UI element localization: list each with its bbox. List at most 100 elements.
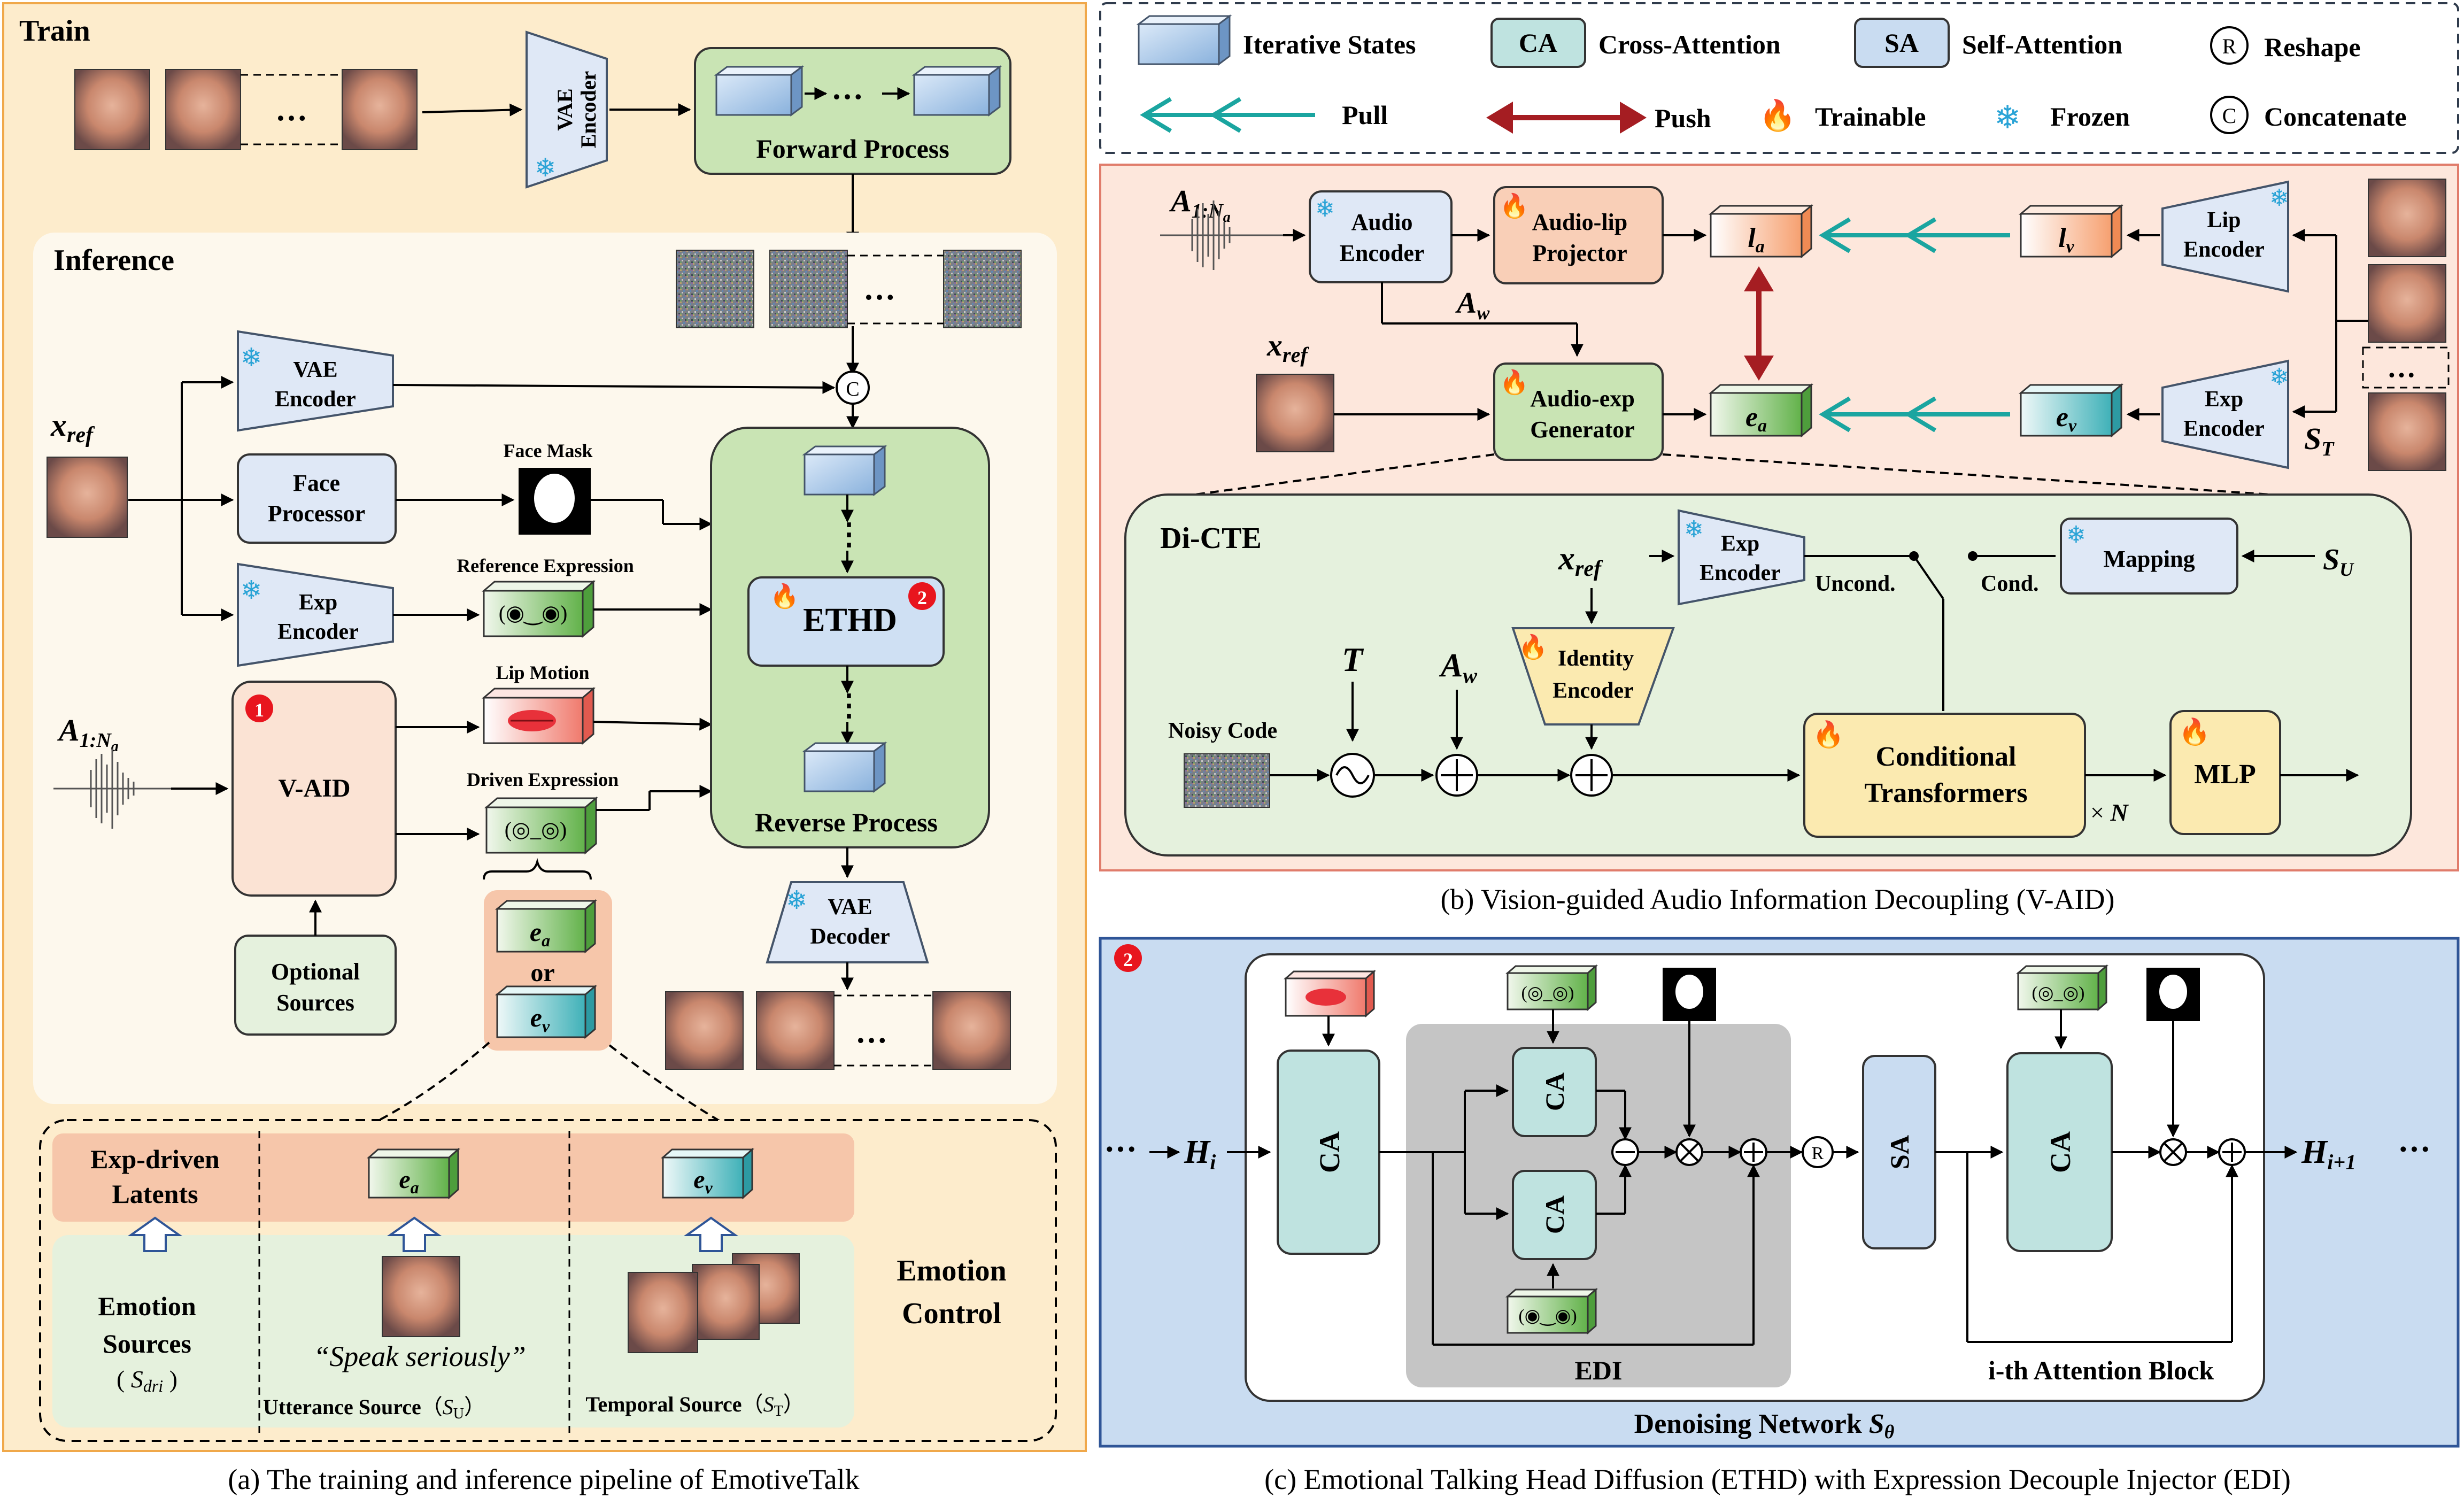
audio-exp-generator-label1: Audio-exp [1530,385,1635,412]
train-vae-encoder-label2: Encoder [576,71,600,148]
legend-push: Push [1655,103,1711,133]
vaid-ev-cube: ev [2018,383,2124,438]
conditional-transformers-label2: Transformers [1864,778,2027,808]
ethd-box[interactable] [747,576,945,667]
vae-decoder-label2: Decoder [810,924,890,949]
svg-text:(◎_◎): (◎_◎) [1521,983,1574,1003]
trainable-icon: 🔥 [1759,98,1796,133]
vaid-audio-waveform [1160,200,1283,270]
vaid-audio-encoder [1309,190,1453,283]
edi-reference-expression-icon: (◉‿◉) [1505,1287,1598,1335]
frozen-icon: ❄ [241,576,262,605]
ethd-lip-icon [1283,969,1377,1018]
frozen-icon: ❄ [1684,516,1704,543]
vaid-exp-encoder [2161,359,2289,469]
or-label: or [530,959,554,987]
edi-ca-bottom-label: CA [1540,1195,1570,1234]
optional-sources-label1: Optional [271,959,360,985]
legend-sa-box [1854,18,1950,68]
edi-driven-expression-icon: (◎_◎) [1505,964,1598,1012]
mlp-label: MLP [2194,759,2256,790]
svg-text:ev: ev [2056,402,2077,436]
svg-text:(◎_◎): (◎_◎) [2032,983,2085,1003]
svg-text:⋮: ⋮ [834,518,864,551]
svg-text:ea: ea [530,917,550,950]
inference-vae-encoder-label2: Encoder [275,387,356,412]
inference-vae-encoder [237,330,394,432]
svg-text:la: la [1748,223,1764,257]
temporal-faces [628,1253,800,1353]
caption-b: (b) Vision-guided Audio Information Deco… [1440,883,2114,915]
trainable-icon: 🔥 [1500,192,1529,219]
badge-2-label: 2 [917,587,927,608]
la-cube: la [1708,204,1814,259]
legend-concatenate: Concatenate [2264,102,2407,132]
mapping-label: Mapping [2103,546,2195,572]
vaid-temporal-frames: … [2362,179,2450,471]
optional-sources-label2: Sources [276,990,354,1016]
frozen-icon: ❄ [2269,364,2289,390]
ca-block-2-label: CA [2044,1131,2076,1173]
legend-reshape-symbol: R [2222,34,2237,58]
train-input-frames: … [74,69,418,150]
push-arrow [1744,266,1774,381]
svg-text:C: C [846,378,859,400]
inference-vae-encoder-label1: VAE [293,358,337,382]
legend-push-arrow [1486,102,1647,134]
svg-text:(◎_◎): (◎_◎) [505,817,567,842]
emotion-control-title1: Emotion [897,1254,1006,1287]
times-n-label: × N [2090,799,2129,826]
svg-text:ev: ev [530,1002,550,1036]
reference-expression-icon: (◉‿◉) [481,580,596,638]
legend-ca-label: CA [1519,28,1557,58]
driven-expression-brace [483,858,592,880]
dicte-exp-encoder-label2: Encoder [1700,561,1781,585]
legend-box [1099,2,2459,154]
legend-pull: Pull [1342,100,1388,130]
legend-frozen: Frozen [2050,102,2130,132]
svg-text:ea: ea [1745,402,1767,436]
frozen-icon: ❄ [2066,522,2086,548]
reverse-cube-top [802,445,887,496]
temporal-source-label: Temporal Source（ST） [585,1392,804,1419]
audio-lip-projector-label2: Projector [1532,240,1627,266]
vaid-st-label: ST [2304,421,2335,460]
audio-waveform [53,749,171,829]
noise-latents: … [676,250,1022,328]
legend-concatenate-node [2210,96,2249,134]
reshape-symbol: R [1812,1144,1824,1163]
trainable-icon: 🔥 [1500,369,1529,396]
legend-sa-label: SA [1884,28,1919,58]
inference-exp-encoder-label2: Encoder [277,620,359,644]
svg-text:⋮: ⋮ [834,689,864,722]
emotion-sources-label1: Emotion [98,1291,196,1321]
dicte-exp-encoder [1678,509,1805,606]
vaid-box [231,681,397,897]
lip-pull-arrow [1819,217,2010,253]
driven-expression-label: Driven Expression [467,769,619,790]
h-next-label: Hi+1 [2301,1134,2356,1174]
train-vae-encoder [526,30,608,189]
ethd-badge-label: 2 [1123,949,1133,970]
frozen-icon: ❄ [1315,196,1335,222]
edi-ca-bottom [1512,1170,1597,1260]
dicte-xref-label: xref [1558,541,1603,581]
audio-lip-projector-label1: Audio-lip [1532,209,1628,235]
vaid-xref-image [1256,374,1334,452]
noisy-code-label: Noisy Code [1168,719,1277,743]
lip-motion-label: Lip Motion [496,662,589,683]
inference-title: Inference [53,244,174,277]
face-mask-label: Face Mask [504,440,593,461]
lv-cube: lv [2018,204,2124,259]
latents-label1: Exp-driven [90,1144,220,1174]
badge-1-label: 1 [254,699,264,721]
ea-cube: ea [495,899,598,954]
caption-a: (a) The training and inference pipeline … [228,1463,859,1495]
lip-encoder-label1: Lip [2207,208,2241,233]
audio-label: A1:Na [57,713,119,755]
train-title: Train [19,14,90,48]
driven-expression-icon: (◎_◎) [484,796,599,855]
svg-text:(◉‿◉): (◉‿◉) [499,601,568,625]
ca-block-1-label: CA [1314,1131,1346,1173]
latents-label2: Latents [112,1179,198,1209]
